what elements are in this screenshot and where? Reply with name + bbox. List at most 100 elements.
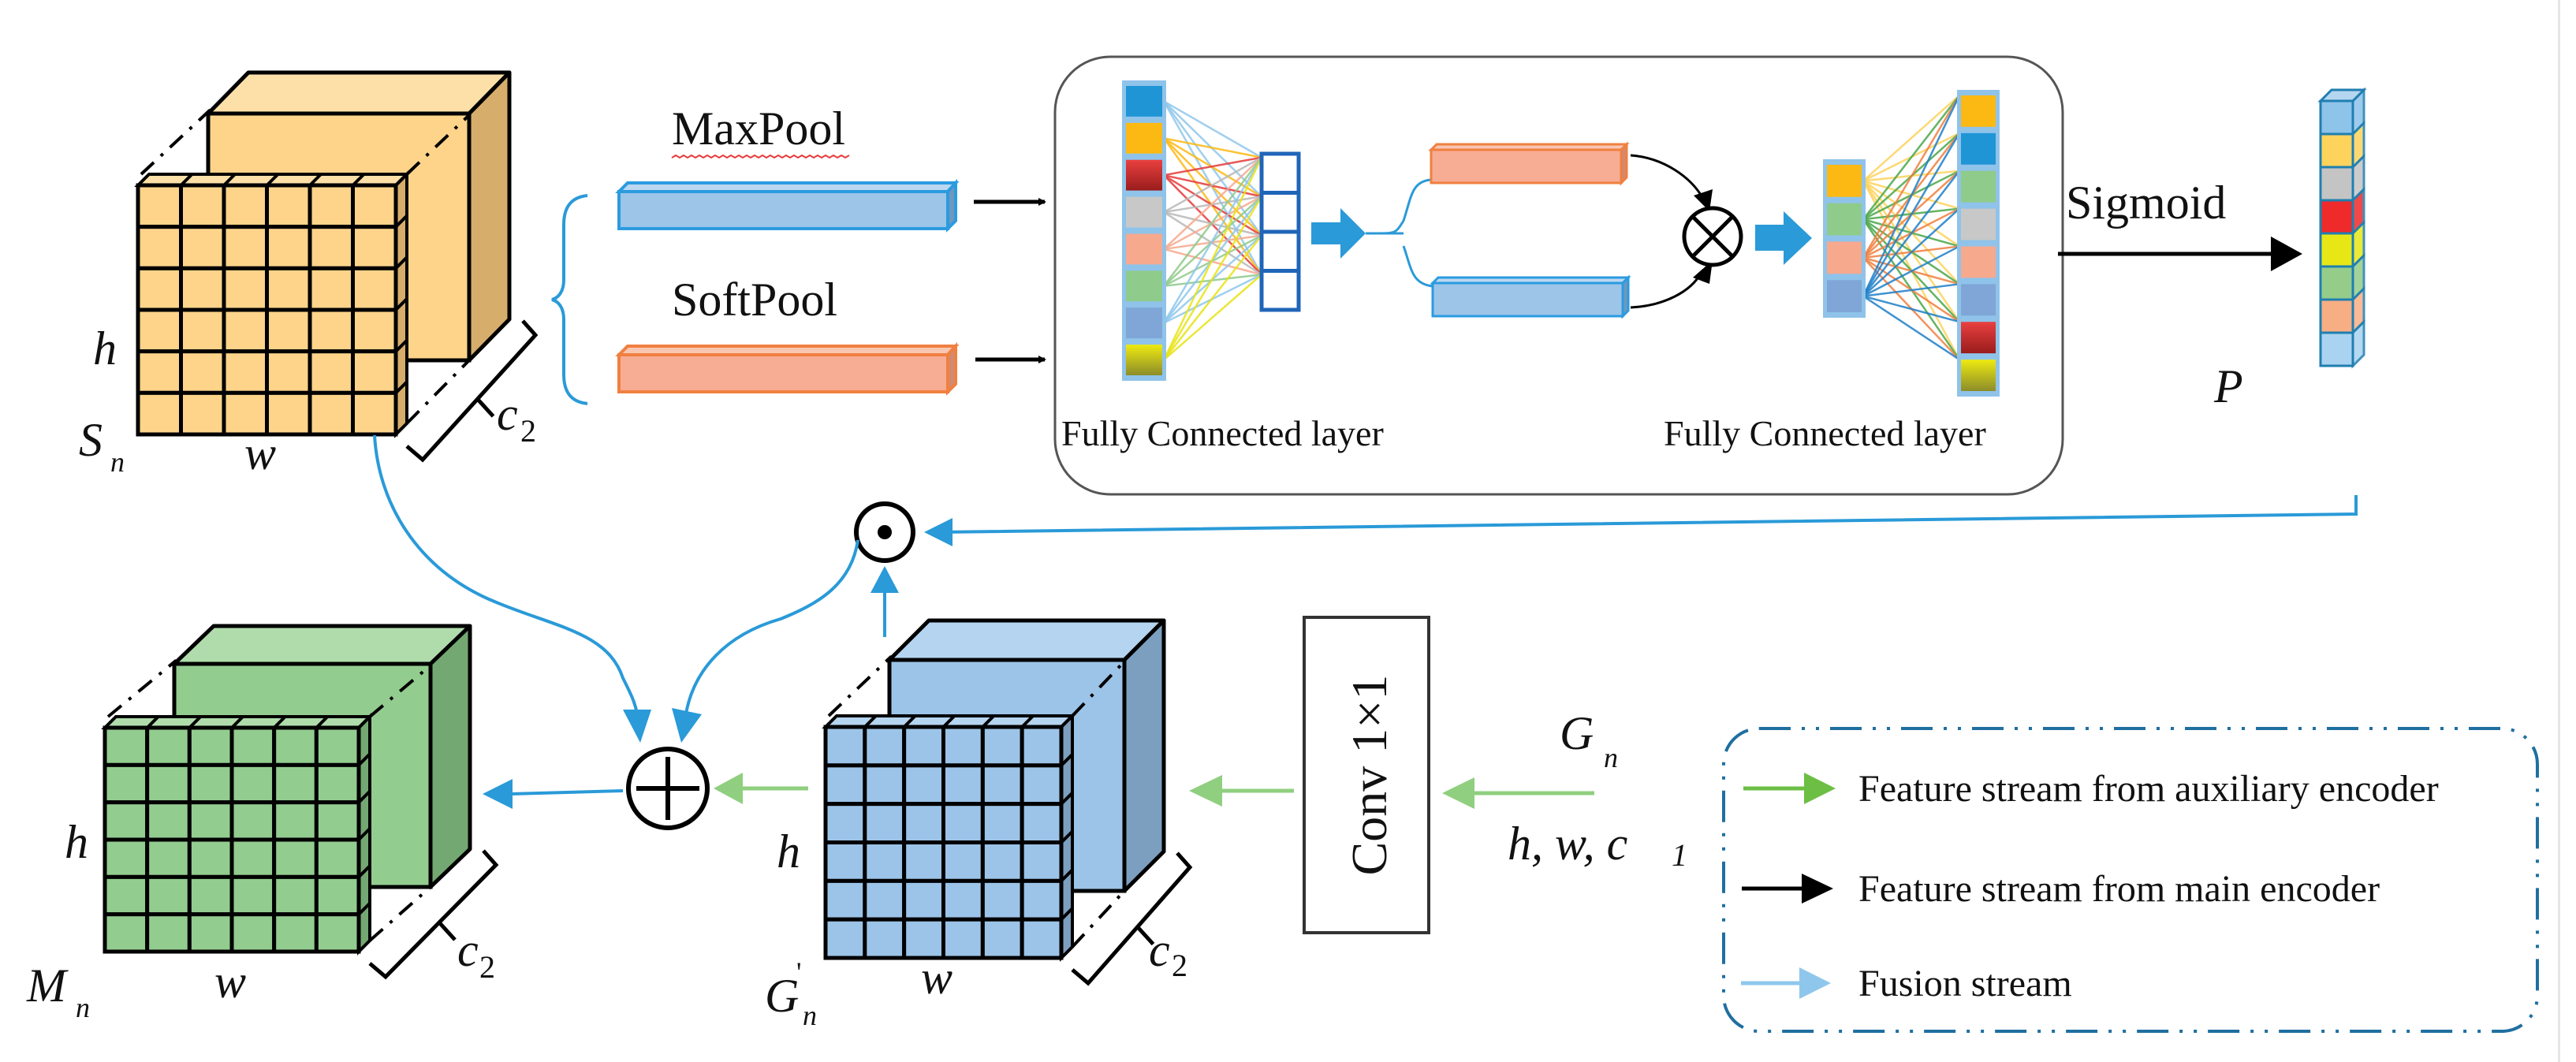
cube-cell bbox=[1020, 840, 1064, 883]
cube-cell bbox=[902, 763, 945, 807]
m-n-h-label: h bbox=[65, 816, 88, 868]
p-cell-top bbox=[2317, 88, 2367, 102]
cube-cell bbox=[980, 802, 1024, 845]
channel-bracket-tick bbox=[475, 397, 495, 418]
legend-fusion-label: Fusion stream bbox=[1858, 963, 2072, 1004]
s-n-c-sub: 2 bbox=[520, 413, 536, 449]
cube-lip-line bbox=[308, 173, 322, 187]
sum-to-m-n-arrow bbox=[510, 789, 624, 796]
cube-cell bbox=[136, 225, 183, 270]
sigmoid-arrowhead-icon bbox=[2271, 237, 2302, 271]
fc-neuron bbox=[1126, 86, 1162, 117]
cube-cell bbox=[863, 917, 907, 960]
m-n-name: M bbox=[26, 960, 69, 1012]
g-n-input-dims-sub: 1 bbox=[1672, 837, 1687, 873]
g-n-prime-name: G bbox=[765, 970, 799, 1022]
fc-connection bbox=[1862, 245, 1960, 297]
cube-cell bbox=[229, 912, 277, 954]
cube-back-side bbox=[1122, 618, 1166, 893]
cube-cell bbox=[179, 349, 226, 395]
cube-cell bbox=[314, 725, 361, 767]
cube-cell bbox=[980, 725, 1024, 768]
elementwise-sum-op-icon bbox=[626, 747, 710, 830]
fc-connection bbox=[1163, 211, 1262, 276]
fc-connection bbox=[1163, 274, 1262, 361]
blue-to-multiply-arrow bbox=[1630, 271, 1703, 309]
sum-to-m-n-arrowhead-icon bbox=[483, 779, 513, 809]
g-n-prime-w-label: w bbox=[921, 952, 952, 1004]
p-cell bbox=[2319, 298, 2354, 334]
cube-cell bbox=[179, 266, 226, 312]
channel-bracket bbox=[405, 319, 539, 463]
cube-cell bbox=[136, 183, 183, 229]
s-n-sub: n bbox=[110, 446, 125, 478]
cube-cell bbox=[351, 183, 398, 229]
cube-cell bbox=[941, 763, 985, 807]
s-n-to-sum-fusion-line bbox=[373, 434, 639, 714]
cube-cell bbox=[222, 183, 269, 229]
cube-cell bbox=[902, 725, 945, 768]
cube-cell bbox=[265, 183, 312, 229]
cube-cell bbox=[179, 183, 226, 229]
fc-neuron bbox=[1961, 360, 1996, 391]
cube-cell bbox=[902, 840, 945, 883]
p-cell bbox=[2319, 99, 2354, 136]
cube-lip-line bbox=[357, 902, 371, 916]
legend-main-label: Feature stream from main encoder bbox=[1858, 868, 2380, 910]
conv-to-g-prime-arrowhead-icon bbox=[1189, 775, 1222, 807]
cube-cell bbox=[980, 840, 1024, 883]
fc-connection bbox=[1163, 100, 1262, 198]
orange-to-multiply-arrow bbox=[1630, 154, 1705, 199]
product-to-sum-fusion-line bbox=[684, 539, 859, 714]
g-n-input-dims: h, w, c bbox=[1508, 818, 1627, 870]
fc-left-label: Fully Connected layer bbox=[1061, 413, 1384, 453]
cube-cell bbox=[187, 912, 234, 954]
legend-item-fusion: Fusion stream bbox=[1741, 963, 2072, 1004]
channel-bracket-tick bbox=[1135, 925, 1155, 946]
cube-cell bbox=[272, 837, 319, 879]
fc-connection bbox=[1162, 157, 1263, 361]
cube-cell bbox=[351, 266, 398, 312]
cube-cell bbox=[272, 800, 319, 842]
cube-cell bbox=[145, 800, 192, 842]
fc-hidden-neuron bbox=[1259, 229, 1301, 273]
cube-cell bbox=[308, 225, 355, 270]
cube-cell bbox=[103, 800, 150, 842]
fc-neuron bbox=[1961, 208, 1996, 240]
cube-cell bbox=[823, 878, 867, 922]
cube-back-side bbox=[467, 70, 512, 363]
cube-lip-line bbox=[357, 715, 371, 729]
cube-cell bbox=[1020, 763, 1064, 807]
softpool-label: SoftPool bbox=[672, 274, 837, 326]
cube-lip-line bbox=[1060, 830, 1074, 844]
cube-cell bbox=[941, 802, 985, 845]
cube-cell bbox=[229, 762, 277, 805]
cube-lip-line bbox=[230, 715, 244, 729]
cube-lip-line bbox=[1020, 714, 1035, 728]
cube-cell bbox=[308, 349, 355, 395]
cube-cell bbox=[272, 912, 319, 954]
cube-cell bbox=[145, 912, 192, 954]
cube-cell bbox=[222, 225, 269, 270]
fc-branch-orange-vector bbox=[1428, 141, 1630, 186]
cube-cell bbox=[179, 307, 226, 354]
cube-cell bbox=[1020, 917, 1064, 960]
cube-lip-line bbox=[357, 864, 371, 878]
cube-lip-line bbox=[394, 339, 408, 353]
cube-depth-line bbox=[1071, 660, 1126, 717]
fc-connection bbox=[1862, 132, 1961, 297]
cube-cell bbox=[187, 800, 234, 842]
fc-connection bbox=[1163, 234, 1262, 361]
cube-lip-line bbox=[352, 173, 365, 187]
cube-lip-line bbox=[266, 173, 279, 187]
fc-block-frame bbox=[1053, 55, 2064, 496]
cube-cell bbox=[187, 725, 234, 767]
cube-lip-line bbox=[315, 715, 329, 729]
channel-bracket bbox=[368, 849, 499, 980]
p-cell bbox=[2319, 265, 2354, 301]
cube-depth-line bbox=[405, 114, 471, 176]
fc-neuron bbox=[1961, 95, 1996, 127]
cube-back-side bbox=[428, 624, 472, 889]
legend-aux-label: Feature stream from auxiliary encoder bbox=[1858, 768, 2439, 810]
